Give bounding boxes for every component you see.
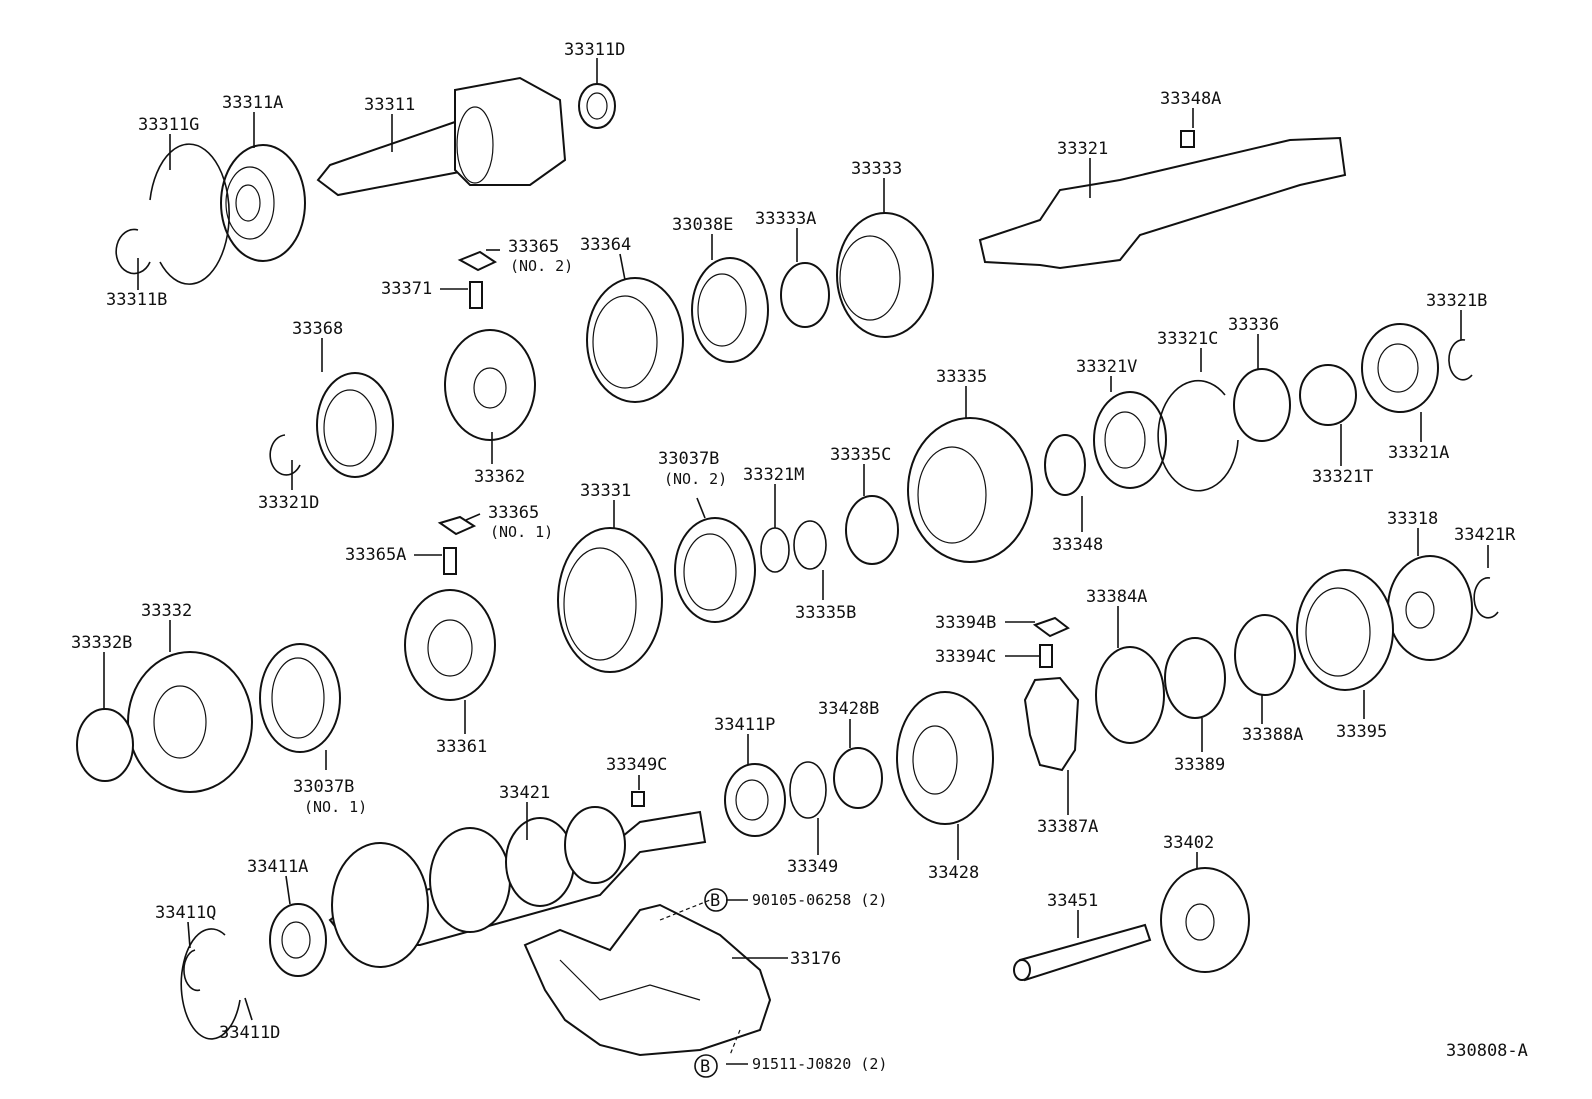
label-33311D: 33311D <box>564 40 625 60</box>
label-33318: 33318 <box>1387 509 1438 529</box>
label-33365-no2: 33365 <box>508 237 559 257</box>
label-33384A: 33384A <box>1086 587 1147 607</box>
bolt-marker-bottom-letter: B <box>700 1057 710 1077</box>
label-33361: 33361 <box>436 737 487 757</box>
label-33321D: 33321D <box>258 493 319 513</box>
label-33321V: 33321V <box>1076 357 1137 377</box>
leader-lines <box>103 58 1489 1065</box>
label-33311: 33311 <box>364 95 415 115</box>
label-33348: 33348 <box>1052 535 1103 555</box>
label-33335: 33335 <box>936 367 987 387</box>
label-33349C: 33349C <box>606 755 667 775</box>
label-33332: 33332 <box>141 601 192 621</box>
label-33037B-no2: 33037B <box>658 449 719 469</box>
label-33411P: 33411P <box>714 715 775 735</box>
label-33428B: 33428B <box>818 699 879 719</box>
label-33333A: 33333A <box>755 209 816 229</box>
label-33365-no1-sub: (NO. 1) <box>490 523 553 541</box>
label-33411Q: 33411Q <box>155 903 216 923</box>
label-33333: 33333 <box>851 159 902 179</box>
label-90105-06258: 90105-06258 (2) <box>752 891 887 909</box>
label-33331: 33331 <box>580 481 631 501</box>
label-33368: 33368 <box>292 319 343 339</box>
label-33402: 33402 <box>1163 833 1214 853</box>
bolt-marker-top-letter: B <box>710 891 720 911</box>
part-drawings <box>76 76 1499 1057</box>
label-33321T: 33321T <box>1312 467 1373 487</box>
label-33321: 33321 <box>1057 139 1108 159</box>
label-33037B-no1: 33037B <box>293 777 354 797</box>
bolt-markers: B B <box>694 888 728 1078</box>
label-33176: 33176 <box>790 949 841 969</box>
label-33365A: 33365A <box>345 545 406 565</box>
label-33394C: 33394C <box>935 647 996 667</box>
label-33365-no1: 33365 <box>488 503 539 523</box>
label-33037B-no1-sub: (NO. 1) <box>304 798 367 816</box>
label-33394B: 33394B <box>935 613 996 633</box>
label-33371: 33371 <box>381 279 432 299</box>
label-33348A: 33348A <box>1160 89 1221 109</box>
bolt-marker-top <box>704 888 728 912</box>
bolt-marker-bottom <box>694 1054 718 1078</box>
part-labels: 33311D 33311A 33311 33311G 33311B 33348A… <box>71 40 1528 1073</box>
label-33421R: 33421R <box>1454 525 1516 545</box>
label-33038E: 33038E <box>672 215 733 235</box>
figure-code: 330808-A <box>1446 1041 1528 1061</box>
label-33311G: 33311G <box>138 115 199 135</box>
label-91511-J0820: 91511-J0820 (2) <box>752 1055 887 1073</box>
label-33395: 33395 <box>1336 722 1387 742</box>
label-33389: 33389 <box>1174 755 1225 775</box>
label-33362: 33362 <box>474 467 525 487</box>
label-33388A: 33388A <box>1242 725 1303 745</box>
label-33411D: 33411D <box>219 1023 280 1043</box>
label-33321M: 33321M <box>743 465 804 485</box>
label-33311A: 33311A <box>222 93 283 113</box>
label-33336: 33336 <box>1228 315 1279 335</box>
label-33365-no2-sub: (NO. 2) <box>510 257 573 275</box>
label-33349: 33349 <box>787 857 838 877</box>
label-33387A: 33387A <box>1037 817 1098 837</box>
label-33321B: 33321B <box>1426 291 1487 311</box>
label-33037B-no2-sub: (NO. 2) <box>664 470 727 488</box>
label-33335C: 33335C <box>830 445 891 465</box>
label-33321A: 33321A <box>1388 443 1449 463</box>
label-33421: 33421 <box>499 783 550 803</box>
label-33411A: 33411A <box>247 857 308 877</box>
label-33321C: 33321C <box>1157 329 1218 349</box>
label-33364: 33364 <box>580 235 631 255</box>
label-33332B: 33332B <box>71 633 132 653</box>
label-33335B: 33335B <box>795 603 856 623</box>
label-33428: 33428 <box>928 863 979 883</box>
label-33451: 33451 <box>1047 891 1098 911</box>
label-33311B: 33311B <box>106 290 167 310</box>
